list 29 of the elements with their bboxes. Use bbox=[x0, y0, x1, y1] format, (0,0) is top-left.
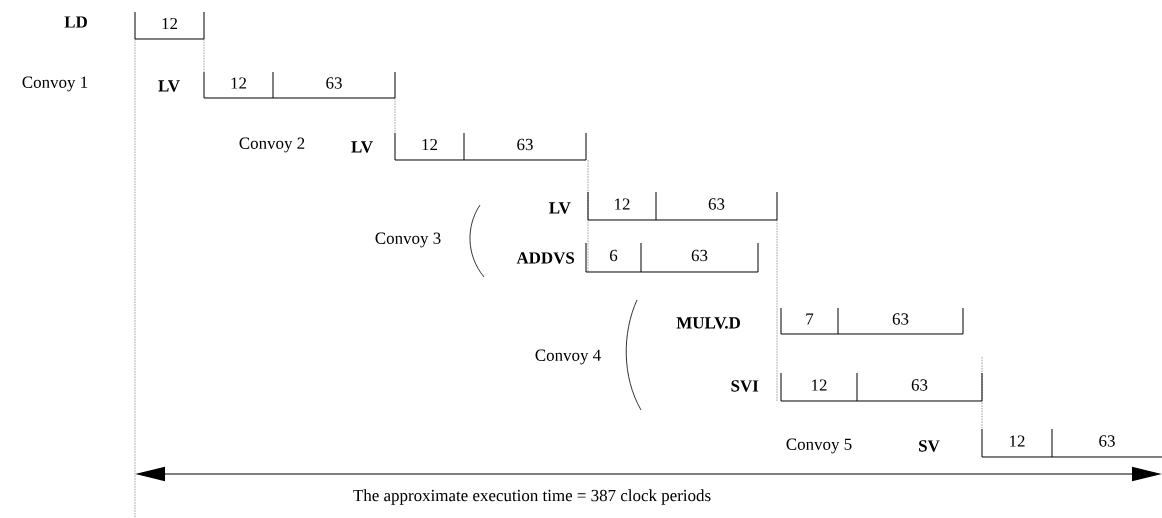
convoy-label: Convoy 4 bbox=[535, 349, 601, 365]
timing-segment: 12 bbox=[394, 132, 465, 161]
timing-segment: 63 bbox=[837, 307, 964, 335]
timing-segment: 12 bbox=[134, 11, 205, 40]
instruction-label: ADDVS bbox=[516, 252, 575, 264]
instruction-label: LV bbox=[158, 80, 180, 92]
timing-segment: 63 bbox=[272, 71, 396, 99]
convoy-label: Convoy 5 bbox=[786, 438, 852, 454]
convoy-label: Convoy 2 bbox=[239, 137, 305, 153]
instruction-label: LD bbox=[64, 16, 87, 28]
caption: The approximate execution time = 387 clock periods bbox=[353, 489, 711, 505]
timing-segment: 63 bbox=[463, 132, 587, 161]
instruction-label: LV bbox=[351, 141, 373, 153]
instruction-label: LV bbox=[549, 202, 571, 214]
timing-segment: 6 bbox=[585, 242, 642, 273]
timing-segment: 63 bbox=[655, 191, 778, 221]
timing-segment: 12 bbox=[203, 71, 274, 99]
timing-segment: 63 bbox=[856, 372, 983, 402]
timing-segment: 63 bbox=[640, 242, 759, 273]
timing-segment: 12 bbox=[780, 372, 858, 402]
convoy-label: Convoy 3 bbox=[375, 232, 441, 248]
instruction-label: SVI bbox=[731, 380, 759, 392]
instruction-label: SV bbox=[919, 440, 940, 452]
convoy-label: Convoy 1 bbox=[22, 76, 88, 92]
timing-segment: 12 bbox=[587, 191, 657, 221]
timing-segment: 12 bbox=[981, 428, 1053, 458]
instruction-label: MULV.D bbox=[676, 317, 740, 329]
timing-segment: 7 bbox=[780, 307, 839, 335]
timing-segment: 63 bbox=[1051, 428, 1162, 458]
